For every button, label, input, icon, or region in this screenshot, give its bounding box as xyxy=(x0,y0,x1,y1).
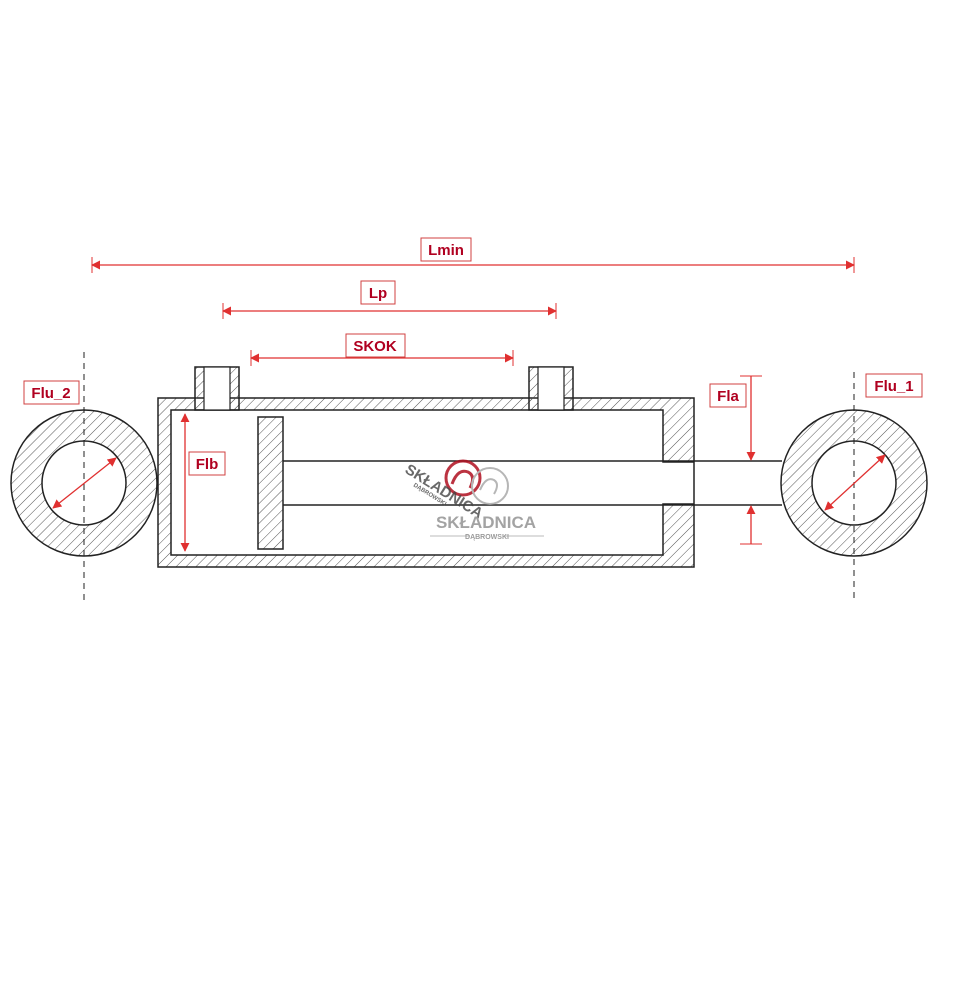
svg-text:Flu_1: Flu_1 xyxy=(874,378,913,395)
svg-text:Lmin: Lmin xyxy=(428,242,464,259)
svg-text:Flb: Flb xyxy=(196,456,219,473)
dim-fla-lines xyxy=(740,375,762,545)
dim-flu1-line xyxy=(824,454,886,511)
right-eye-ring xyxy=(780,372,928,598)
label-skok: SKOK xyxy=(345,333,406,358)
watermark-text: SKŁADNICA xyxy=(436,513,536,532)
svg-text:Lp: Lp xyxy=(369,285,387,302)
svg-text:Flu_2: Flu_2 xyxy=(31,385,70,402)
label-flu2: Flu_2 xyxy=(23,380,80,405)
label-flb: Flb xyxy=(188,451,226,476)
svg-text:SKOK: SKOK xyxy=(353,338,397,355)
label-lmin: Lmin xyxy=(420,237,472,262)
piston xyxy=(257,416,284,550)
watermark-logo xyxy=(444,459,509,505)
label-lp: Lp xyxy=(360,280,396,305)
cylinder-body xyxy=(157,366,695,568)
piston-rod xyxy=(283,460,782,506)
label-fla: Fla xyxy=(709,383,747,408)
svg-text:Fla: Fla xyxy=(717,388,739,405)
dim-flu2-line xyxy=(52,457,117,509)
label-flu1: Flu_1 xyxy=(865,373,923,398)
watermark-sub: DĄBROWSKI xyxy=(465,534,509,541)
